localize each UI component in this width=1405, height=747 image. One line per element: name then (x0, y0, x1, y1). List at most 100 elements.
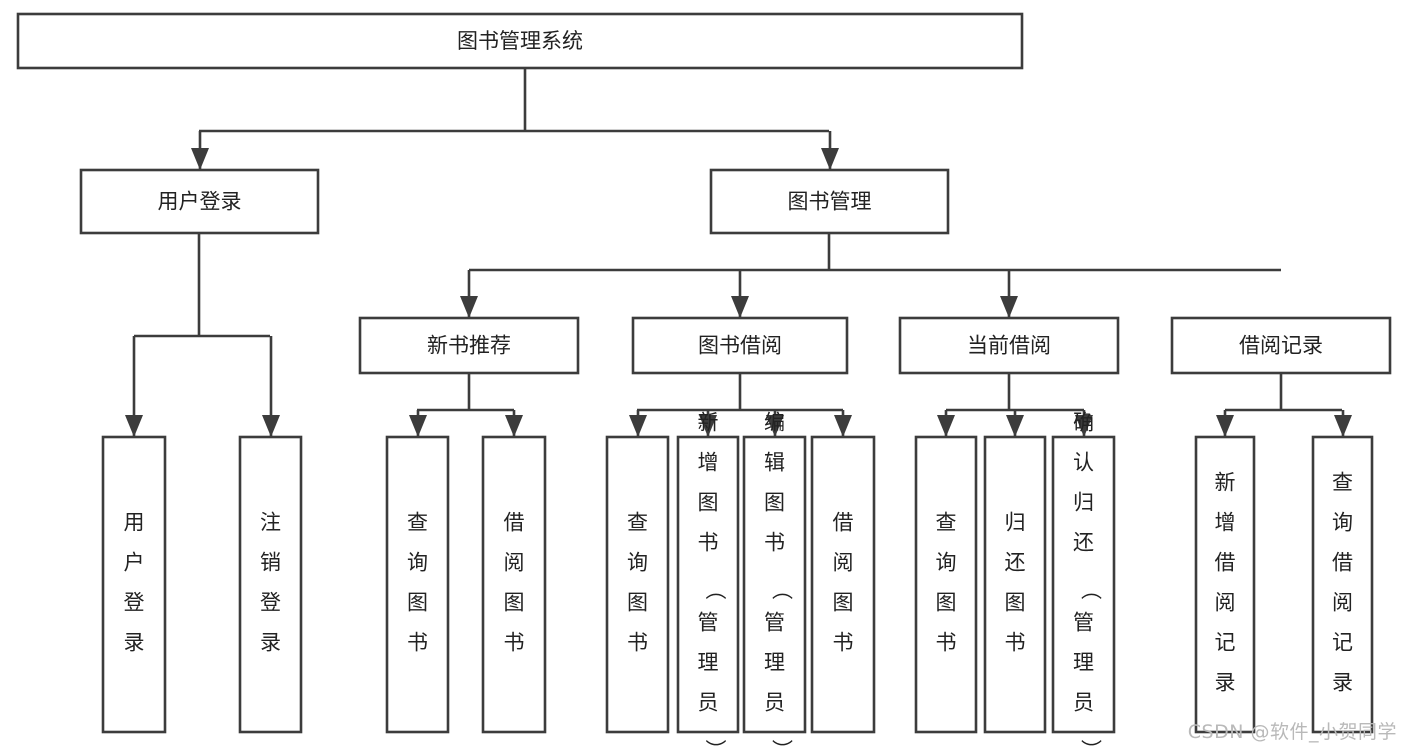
node-label-leaf-borrow-book-1-char: 图 (504, 591, 525, 615)
node-label-leaf-add-borrow-record-char: 借 (1215, 551, 1236, 575)
node-label-leaf-user-login-char: 用 (124, 511, 145, 535)
node-box-leaf-edit-book[interactable] (742, 435, 807, 734)
connector-bus-root (198, 68, 832, 170)
node-box-book-management[interactable] (709, 168, 950, 235)
node-label-leaf-user-login-char: 登 (124, 591, 145, 615)
node-label-leaf-add-book-char: 新 (698, 411, 719, 435)
node-label-leaf-logout-char: 销 (260, 551, 281, 575)
node-label-leaf-confirm-return-char: 认 (1073, 451, 1094, 475)
connector-bus-borrow-records (1223, 373, 1345, 437)
node-box-leaf-confirm-return[interactable] (1051, 435, 1116, 734)
node-label-leaf-edit-book-char: 图 (764, 491, 785, 515)
connector-arrowhead (125, 415, 143, 437)
node-label-leaf-borrow-book-1-char: 阅 (504, 551, 525, 575)
node-label-leaf-edit-book-char: （ (770, 579, 794, 600)
node-label-leaf-edit-book-char: 员 (764, 691, 785, 715)
node-label-user-login: 用户登录 (158, 190, 242, 214)
node-box-leaf-query-book-3[interactable] (914, 435, 978, 734)
node-box-leaf-logout[interactable] (238, 435, 303, 734)
node-root[interactable]: 图书管理系统 (16, 12, 1024, 70)
node-label-leaf-query-borrow-record-char: 录 (1332, 671, 1353, 695)
connector-arrowhead (834, 415, 852, 437)
connector-arrowhead (937, 415, 955, 437)
node-box-user-login[interactable] (79, 168, 320, 235)
node-box-leaf-borrow-book-1[interactable] (481, 435, 547, 734)
node-book-borrow[interactable]: 图书借阅 (631, 316, 849, 375)
connector-arrowhead (505, 415, 523, 437)
node-label-leaf-query-borrow-record-char: 查 (1332, 471, 1353, 495)
node-label-leaf-query-borrow-record-char: 阅 (1332, 591, 1353, 615)
connector-arrowhead (821, 148, 839, 170)
node-box-new-book-recommend[interactable] (358, 316, 580, 375)
node-label-leaf-user-login-char: 户 (124, 551, 145, 575)
node-label-leaf-edit-book-char: 辑 (764, 451, 785, 475)
node-label-leaf-query-book-3-char: 询 (936, 551, 957, 575)
node-label-leaf-edit-book-char: 理 (764, 651, 785, 675)
node-label-leaf-return-book-char: 书 (1005, 631, 1026, 655)
node-box-leaf-query-borrow-record[interactable] (1311, 435, 1374, 734)
connector-arrowhead (1216, 415, 1234, 437)
node-label-leaf-add-borrow-record-char: 录 (1215, 671, 1236, 695)
node-box-current-borrow[interactable] (898, 316, 1120, 375)
node-label-leaf-query-book-3-char: 书 (936, 631, 957, 655)
node-label-leaf-add-book-char: 图 (698, 491, 719, 515)
node-borrow-records[interactable]: 借阅记录 (1170, 316, 1392, 375)
node-box-leaf-borrow-book-2[interactable] (810, 435, 876, 734)
connector-arrowhead (262, 415, 280, 437)
watermark-label: CSDN @软件_小贺同学 (1187, 721, 1397, 743)
node-label-leaf-confirm-return-char: 还 (1073, 531, 1094, 555)
node-label-leaf-logout-char: 登 (260, 591, 281, 615)
node-label-leaf-add-borrow-record-char: 增 (1215, 511, 1236, 535)
node-box-leaf-query-book-1[interactable] (385, 435, 450, 734)
node-label-leaf-confirm-return-char: ） (1079, 739, 1103, 747)
node-label-leaf-query-book-1-char: 书 (407, 631, 428, 655)
node-label-current-borrow: 当前借阅 (967, 334, 1051, 358)
node-label-leaf-user-login-char: 录 (124, 631, 145, 655)
node-user-login[interactable]: 用户登录 (79, 168, 320, 235)
node-box-leaf-user-login[interactable] (101, 435, 167, 734)
node-label-leaf-query-book-3-char: 查 (936, 511, 957, 535)
node-box-root[interactable] (16, 12, 1024, 70)
node-new-book-recommend[interactable]: 新书推荐 (358, 316, 580, 375)
node-label-leaf-add-book-char: ） (703, 739, 727, 747)
node-label-leaf-add-borrow-record-char: 新 (1215, 471, 1236, 495)
node-book-management[interactable]: 图书管理 (709, 168, 950, 235)
node-label-leaf-query-book-3-char: 图 (936, 591, 957, 615)
node-label-leaf-confirm-return-char: 员 (1073, 691, 1094, 715)
node-label-leaf-query-borrow-record-char: 借 (1332, 551, 1353, 575)
node-box-book-borrow[interactable] (631, 316, 849, 375)
node-current-borrow[interactable]: 当前借阅 (898, 316, 1120, 375)
node-leaf-user-login[interactable]: 用户登录 (101, 435, 167, 734)
node-label-leaf-edit-book-char: ） (770, 739, 794, 747)
connector-arrowhead (731, 296, 749, 318)
node-label-leaf-edit-book-char: 管 (764, 611, 785, 635)
node-label-leaf-logout-char: 录 (260, 631, 281, 655)
node-box-leaf-add-book[interactable] (676, 435, 740, 734)
node-label-leaf-query-book-1-char: 询 (407, 551, 428, 575)
node-label-leaf-add-borrow-record-char: 记 (1215, 631, 1236, 655)
connector-arrowhead (1006, 415, 1024, 437)
node-label-leaf-borrow-book-2-char: 书 (833, 631, 854, 655)
node-label-leaf-query-book-2-char: 查 (627, 511, 648, 535)
node-label-leaf-query-borrow-record-char: 记 (1332, 631, 1353, 655)
node-box-leaf-query-book-2[interactable] (605, 435, 670, 734)
connector-arrowhead (409, 415, 427, 437)
connector-layer (125, 68, 1352, 437)
node-box-leaf-add-borrow-record[interactable] (1194, 435, 1256, 734)
node-box-leaf-return-book[interactable] (983, 435, 1047, 734)
node-box-borrow-records[interactable] (1170, 316, 1392, 375)
connector-arrowhead (1334, 415, 1352, 437)
node-label-leaf-borrow-book-1-char: 借 (504, 511, 525, 535)
